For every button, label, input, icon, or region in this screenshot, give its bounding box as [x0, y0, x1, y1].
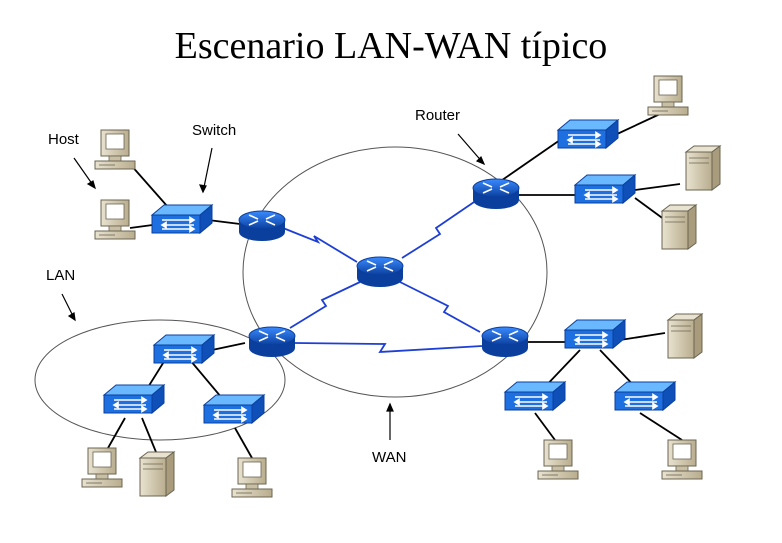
switch-northeast-top: [557, 119, 619, 149]
label-host: Host: [48, 131, 80, 148]
switch-lan-right: [203, 394, 265, 424]
switch-northwest: [151, 204, 213, 234]
host-pc: [81, 447, 123, 488]
switch-northeast-bottom: [574, 174, 636, 204]
server: [685, 145, 721, 191]
label-lan: LAN: [46, 267, 75, 284]
switch-southeast-left: [504, 381, 566, 411]
switch-lan-top: [153, 334, 215, 364]
lan-boundary: [34, 319, 286, 441]
router-southeast: [481, 326, 529, 358]
host-pc: [94, 199, 136, 240]
switch-lan-left: [103, 384, 165, 414]
label-router: Router: [415, 107, 460, 124]
router-southwest: [248, 326, 296, 358]
diagram-title: Escenario LAN-WAN típico: [175, 25, 608, 67]
router-core: [356, 256, 404, 288]
host-pc: [231, 457, 273, 498]
server: [661, 204, 697, 250]
switch-southeast-top: [564, 319, 626, 349]
host-pc: [661, 439, 703, 480]
host-pc: [537, 439, 579, 480]
label-switch: Switch: [192, 122, 236, 139]
wan-links: [282, 199, 483, 354]
router-west: [238, 210, 286, 242]
label-wan: WAN: [372, 449, 406, 466]
ethernet-links: [107, 113, 683, 459]
router-northeast: [472, 178, 520, 210]
wan-boundary: [242, 146, 548, 398]
pointer-arrows: [61, 133, 486, 440]
switch-southeast-right: [614, 381, 676, 411]
server: [139, 451, 175, 497]
server: [667, 313, 703, 359]
host-pc: [94, 129, 136, 170]
host-pc: [647, 75, 689, 116]
